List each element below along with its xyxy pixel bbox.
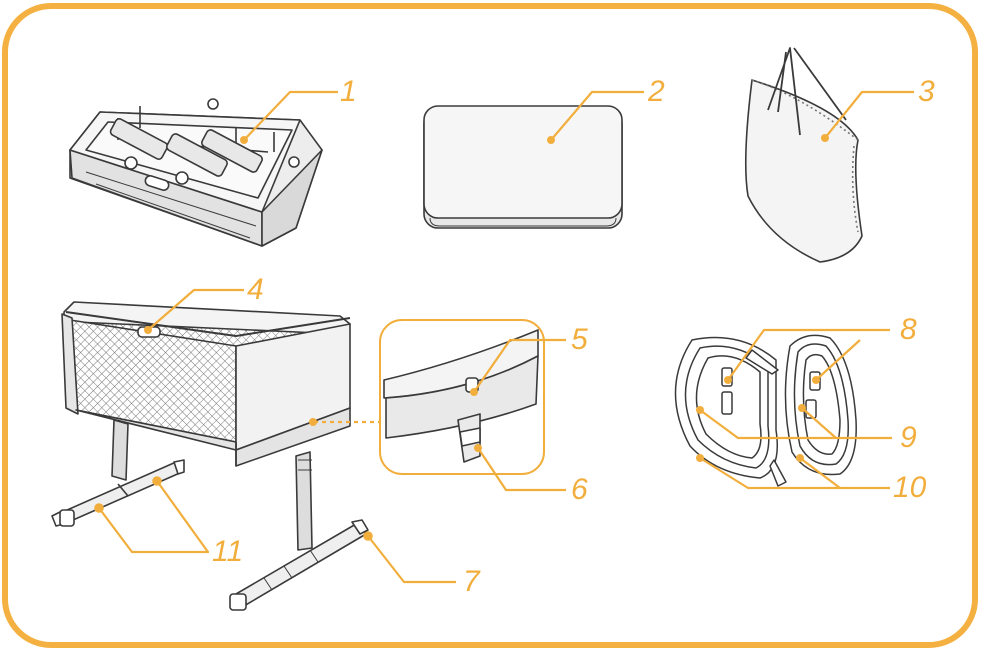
leader-lines: [98, 90, 914, 584]
part-number-9: 9: [900, 421, 917, 454]
part-number-10: 10: [893, 471, 927, 504]
part-number-2: 2: [648, 75, 665, 108]
part-number-4: 4: [247, 273, 264, 306]
part-number-7: 7: [463, 565, 480, 598]
travel-bag-icon: [744, 47, 863, 263]
part-number-5: 5: [571, 323, 588, 356]
part-number-6: 6: [571, 473, 588, 506]
part-number-11: 11: [212, 535, 244, 568]
detail-callout: [379, 319, 545, 475]
mattress-icon: [423, 105, 623, 229]
leader-dots: [144, 134, 829, 462]
foot-bar-icon: [229, 519, 373, 611]
part-number-8: 8: [900, 313, 917, 346]
part-number-3: 3: [918, 75, 935, 108]
safety-strap-icon: [674, 334, 857, 487]
bassinet-icon: [61, 301, 351, 551]
part-number-1: 1: [340, 75, 357, 108]
